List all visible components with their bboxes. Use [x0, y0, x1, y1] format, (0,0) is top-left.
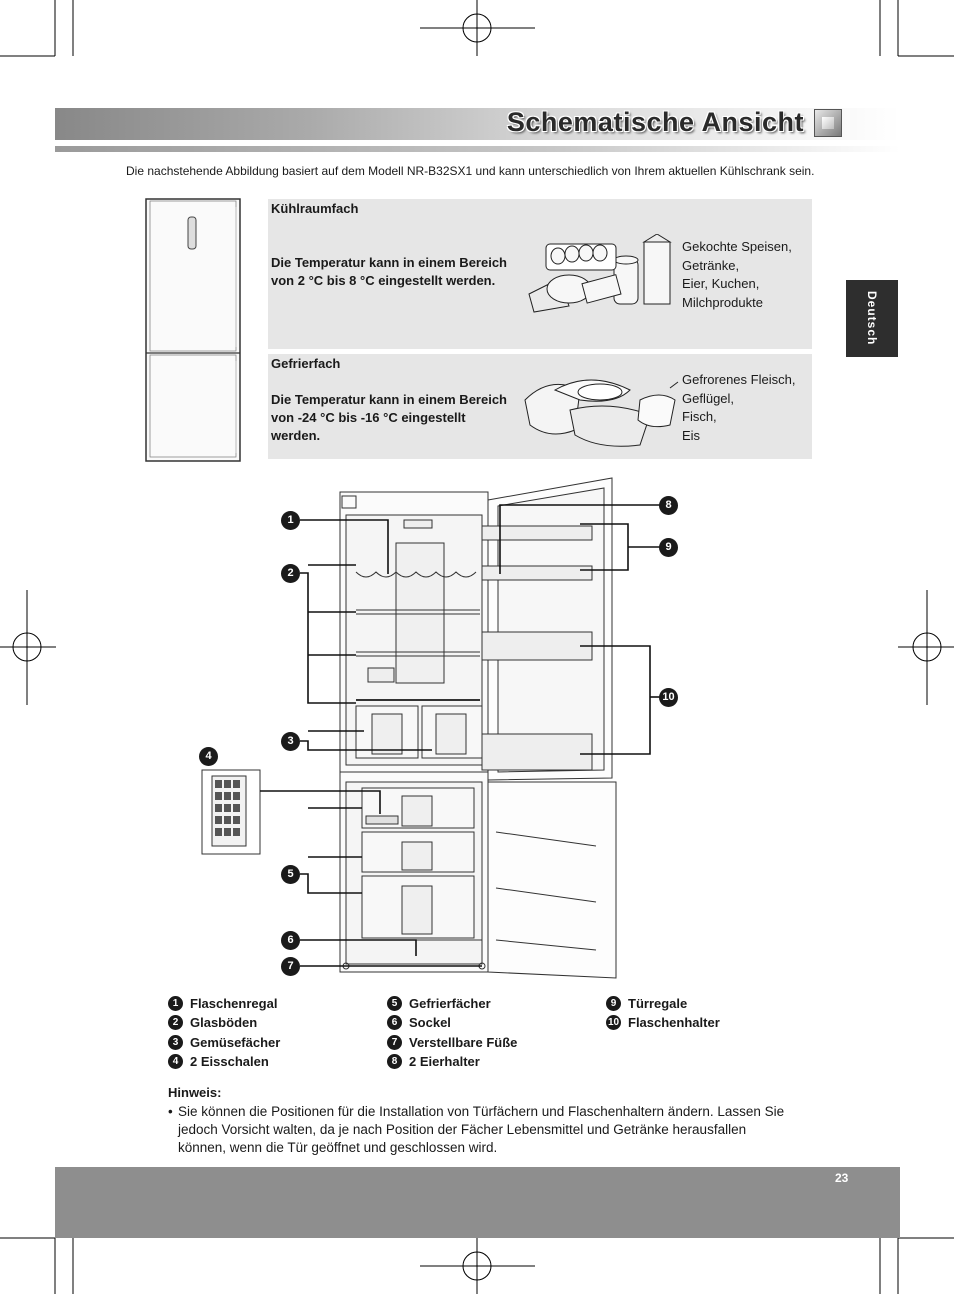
freezer-food-item: Gefrorenes Fleisch, — [682, 372, 796, 387]
fridge-food-list: Gekochte Speisen, Getränke, Eier, Kuchen… — [682, 238, 792, 312]
callout-8: 8 — [659, 496, 678, 515]
fridge-food-item: Milchprodukte — [682, 294, 763, 310]
legend-item: 5 Gefrierfächer — [387, 996, 491, 1011]
legend-number: 5 — [387, 996, 402, 1011]
legend-item: 4 2 Eisschalen — [168, 1054, 269, 1069]
fridge-closed-illustration — [145, 198, 241, 462]
callout-9: 9 — [659, 538, 678, 557]
legend-number: 9 — [606, 996, 621, 1011]
title-underline — [55, 146, 900, 152]
freezer-food-item: Geflügel, — [682, 390, 735, 406]
title-square-icon — [814, 109, 842, 137]
freezer-food-item: Fisch, — [682, 409, 717, 424]
legend-number: 2 — [168, 1015, 183, 1030]
callout-5: 5 — [281, 865, 300, 884]
title-bar — [55, 108, 900, 140]
legend-label: Türregale — [628, 996, 688, 1011]
callout-4: 4 — [199, 747, 218, 766]
legend-item: 7 Verstellbare Füße — [387, 1035, 517, 1050]
legend-item: 10 Flaschenhalter — [606, 1015, 720, 1030]
legend-label: 2 Eisschalen — [190, 1054, 269, 1069]
legend-label: 2 Eierhalter — [409, 1054, 480, 1069]
legend-label: Flaschenregal — [190, 996, 278, 1011]
legend-label: Flaschenhalter — [628, 1015, 720, 1030]
open-fridge-diagram — [201, 477, 660, 979]
legend-item: 1 Flaschenregal — [168, 996, 277, 1011]
note-text: Sie können die Positionen für die Instal… — [178, 1104, 785, 1155]
legend-label: Gemüsefächer — [190, 1035, 281, 1050]
fridge-temp-description: Die Temperatur kann in einem Bereich von… — [271, 255, 507, 288]
note-heading: Hinweis: — [168, 1085, 222, 1100]
language-tab: Deutsch — [846, 280, 898, 357]
intro-text: Die nachstehende Abbildung basiert auf d… — [126, 164, 815, 178]
legend-number: 6 — [387, 1015, 402, 1030]
legend-number: 10 — [606, 1015, 621, 1030]
legend-number: 1 — [168, 996, 183, 1011]
freezer-temp-description: Die Temperatur kann in einem Bereich von… — [271, 392, 507, 443]
fridge-compartment-heading: Kühlraumfach — [271, 201, 359, 216]
fridge-compartment-panel: Kühlraumfach Die Temperatur kann in eine… — [268, 199, 812, 349]
callout-1: 1 — [281, 511, 300, 530]
legend-item: 2 Glasböden — [168, 1015, 257, 1030]
legend-label: Verstellbare Füße — [409, 1035, 518, 1050]
legend-number: 8 — [387, 1054, 402, 1069]
page-title: Schematische Ansicht — [506, 107, 804, 137]
legend-number: 4 — [168, 1054, 183, 1069]
legend-item: 6 Sockel — [387, 1015, 451, 1030]
note-body: • Sie können die Positionen für die Inst… — [168, 1103, 788, 1157]
page-number: 23 — [835, 1171, 849, 1185]
callout-3: 3 — [281, 732, 300, 751]
legend-label: Gefrierfächer — [409, 996, 491, 1011]
freezer-compartment-heading: Gefrierfach — [271, 356, 341, 371]
fridge-food-illustration — [528, 234, 672, 313]
freezer-food-item: Eis — [682, 427, 701, 443]
freezer-food-illustration — [524, 379, 679, 447]
callout-2: 2 — [281, 564, 300, 583]
freezer-compartment-panel: Gefrierfach Die Temperatur kann in einem… — [268, 354, 812, 459]
legend-item: 8 2 Eierhalter — [387, 1054, 480, 1069]
legend-item: 9 Türregale — [606, 996, 687, 1011]
legend-label: Sockel — [409, 1015, 451, 1030]
callout-10: 10 — [659, 688, 678, 707]
note-bullet: • — [168, 1104, 173, 1119]
callout-6: 6 — [281, 931, 300, 950]
freezer-food-list: Gefrorenes Fleisch, Geflügel, Fisch, Eis — [682, 371, 795, 445]
legend-item: 3 Gemüsefächer — [168, 1035, 280, 1050]
legend-label: Glasböden — [190, 1015, 258, 1030]
callout-7: 7 — [281, 957, 300, 976]
legend-number: 7 — [387, 1035, 402, 1050]
footer-bar — [55, 1167, 900, 1238]
fridge-food-item: Gekochte Speisen, — [682, 239, 792, 254]
fridge-food-item: Eier, Kuchen, — [682, 276, 760, 291]
legend-number: 3 — [168, 1035, 183, 1050]
fridge-food-item: Getränke, — [682, 257, 740, 273]
